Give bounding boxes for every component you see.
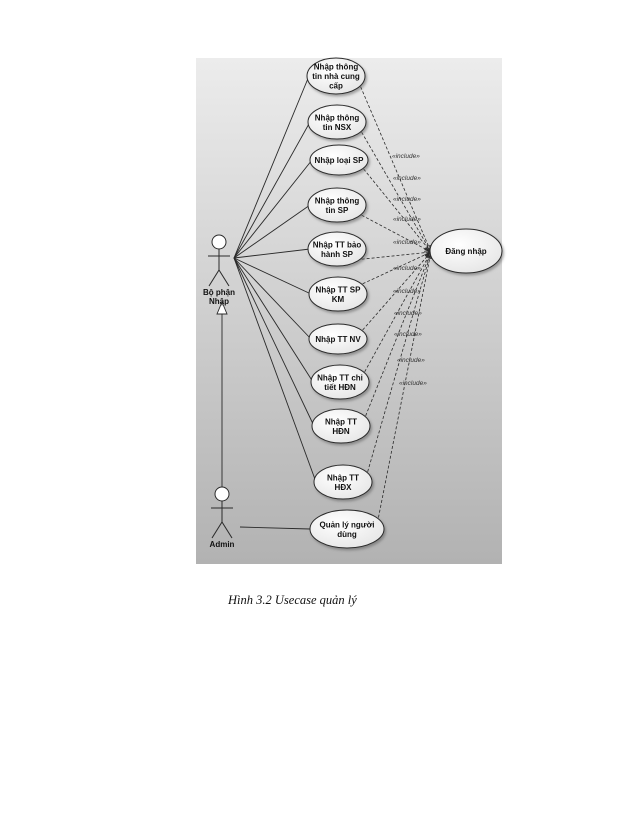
usecase-uc7: Nhập TT NV bbox=[308, 323, 368, 355]
include-label: «include» bbox=[394, 331, 422, 338]
include-line bbox=[362, 251, 432, 285]
include-lines bbox=[360, 86, 434, 518]
association-lines bbox=[233, 75, 317, 530]
include-line bbox=[365, 251, 432, 416]
usecase-ellipse bbox=[309, 144, 369, 176]
usecase-label: Nhập TT SP bbox=[316, 285, 362, 294]
actor-admin: Admin bbox=[210, 486, 235, 549]
include-label: «include» bbox=[393, 175, 421, 182]
include-label: «include» bbox=[392, 153, 420, 160]
usecase-label: tin NSX bbox=[323, 123, 352, 132]
usecase-label: Nhập thông bbox=[315, 196, 360, 205]
usecase-ellipse bbox=[307, 104, 367, 140]
usecase-label: tiết HĐN bbox=[324, 383, 356, 392]
association-line bbox=[233, 75, 310, 259]
association-line bbox=[233, 257, 312, 340]
include-line bbox=[361, 251, 432, 260]
usecase-label: Quản lý người bbox=[319, 520, 374, 529]
association-line bbox=[233, 248, 311, 259]
usecase-label: KM bbox=[332, 295, 345, 304]
usecase-label: Nhập thông bbox=[314, 63, 359, 72]
include-label: «include» bbox=[397, 357, 425, 364]
usecase-label: cấp bbox=[329, 82, 343, 91]
actor-label: Bộ phận bbox=[203, 288, 235, 297]
figure-caption: Hình 3.2 Usecase quản lý bbox=[228, 593, 357, 607]
usecase-label: Nhập thông bbox=[315, 113, 360, 122]
usecase-label: Nhập TT bbox=[325, 417, 357, 426]
generalization-triangle bbox=[216, 300, 228, 315]
include-label: «include» bbox=[393, 288, 421, 295]
association-line bbox=[233, 204, 311, 259]
usecase-label: Nhập TT bbox=[327, 473, 359, 482]
usecase-label: HĐX bbox=[335, 483, 353, 492]
include-line bbox=[361, 214, 432, 253]
include-label: «include» bbox=[393, 239, 421, 246]
usecase-uc3: Nhập loại SP bbox=[309, 144, 369, 176]
association-line bbox=[233, 159, 313, 259]
include-line bbox=[367, 251, 432, 472]
usecase-label: Nhập TT chi bbox=[317, 373, 363, 382]
usecase-label: tin SP bbox=[326, 206, 349, 215]
include-label: «include» bbox=[393, 265, 421, 272]
usecase-ellipse bbox=[308, 323, 368, 355]
actor-head bbox=[214, 486, 230, 502]
actor-leg bbox=[211, 521, 223, 539]
usecase-label: Nhập loại SP bbox=[315, 156, 365, 165]
association-line bbox=[233, 257, 314, 383]
usecase-login: Đăng nhập bbox=[429, 228, 503, 274]
usecase-ellipse bbox=[309, 509, 385, 549]
usecase-label: Nhập TT bảo bbox=[313, 240, 362, 249]
usecase-ellipse bbox=[308, 276, 368, 312]
actor-label: Admin bbox=[210, 540, 235, 549]
usecase-ellipse bbox=[310, 364, 370, 400]
include-line bbox=[364, 251, 432, 372]
actor-leg bbox=[208, 269, 220, 287]
actor-leg bbox=[218, 269, 230, 287]
usecase-ellipse bbox=[306, 57, 366, 95]
usecase-label: dùng bbox=[337, 530, 357, 539]
usecase-ellipse bbox=[429, 228, 503, 274]
actor-label: Nhập bbox=[209, 297, 229, 306]
include-label: «include» bbox=[399, 380, 427, 387]
include-line bbox=[362, 251, 432, 331]
include-label: «include» bbox=[393, 196, 421, 203]
usecase-label: tin nhà cung bbox=[312, 72, 360, 81]
actor-leg bbox=[221, 521, 233, 539]
include-label: «include» bbox=[394, 310, 422, 317]
usecase-label: Đăng nhập bbox=[445, 247, 486, 256]
include-labels: «include» «include» «include» «include» «inc… bbox=[392, 153, 427, 387]
usecase-ellipse bbox=[313, 464, 373, 500]
actor-head bbox=[211, 234, 227, 250]
include-line bbox=[363, 168, 432, 253]
usecase-ellipse bbox=[307, 231, 367, 267]
association-line bbox=[233, 121, 311, 259]
usecase-ellipse bbox=[311, 408, 371, 444]
association-line bbox=[233, 257, 312, 295]
include-label: «include» bbox=[393, 216, 421, 223]
usecase-label: HĐN bbox=[332, 427, 350, 436]
include-line bbox=[378, 251, 432, 518]
include-line bbox=[361, 131, 432, 253]
association-line bbox=[233, 257, 315, 427]
association-line bbox=[239, 526, 311, 530]
usecase-ellipse bbox=[307, 187, 367, 223]
association-line bbox=[233, 257, 317, 483]
usecase-label: Nhập TT NV bbox=[315, 335, 361, 344]
usecase-label: hành SP bbox=[321, 250, 354, 259]
generalization-arrow bbox=[216, 300, 228, 492]
